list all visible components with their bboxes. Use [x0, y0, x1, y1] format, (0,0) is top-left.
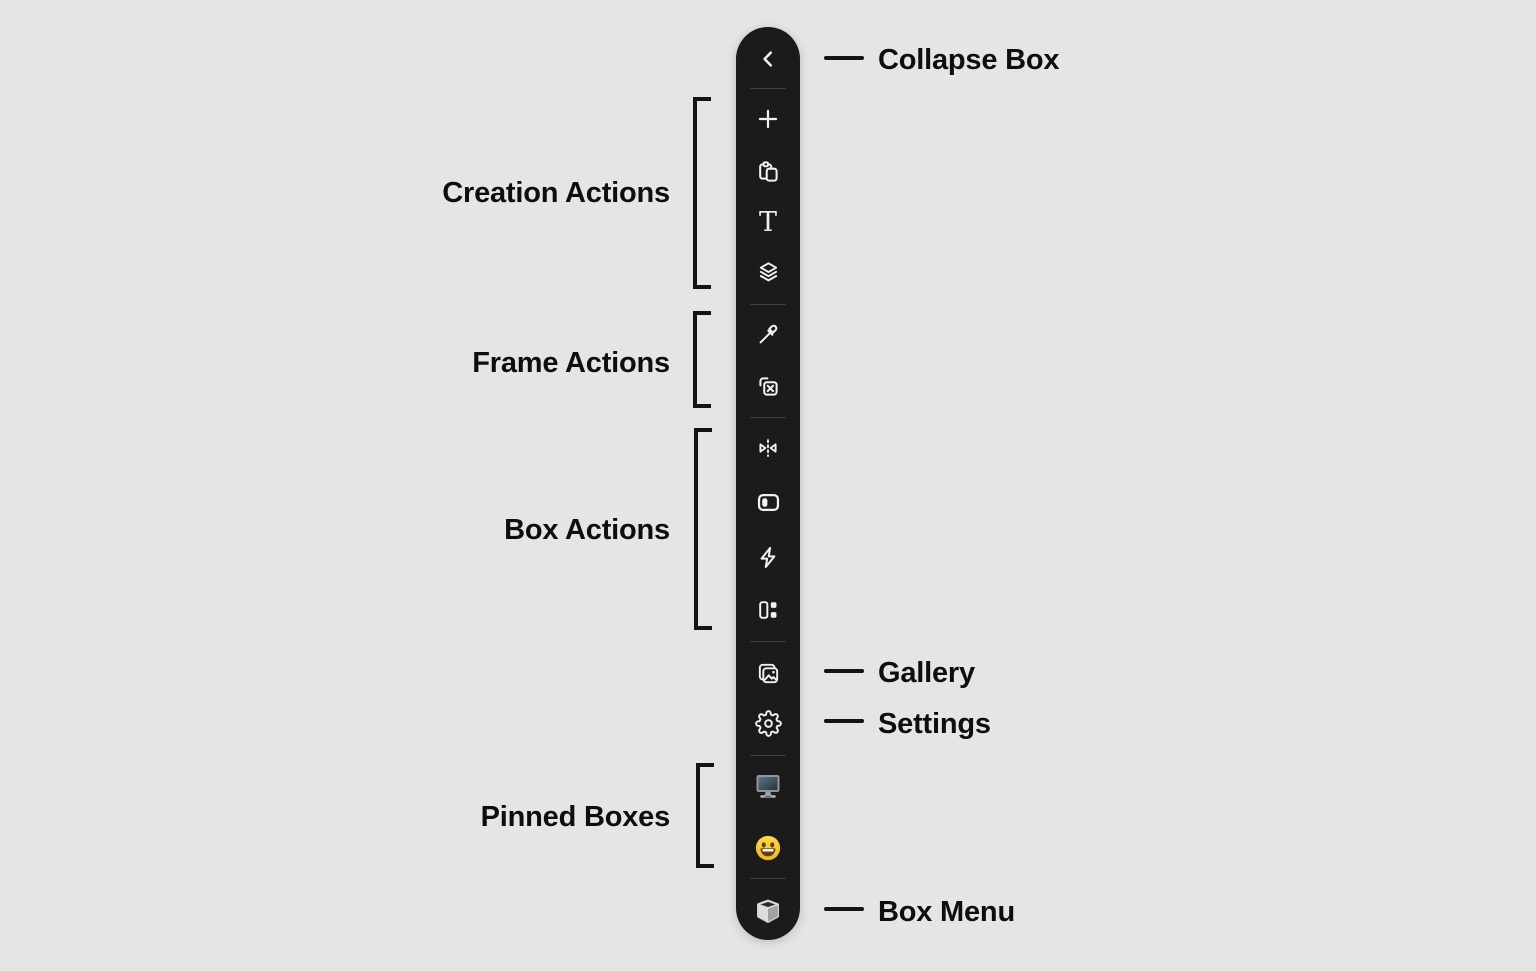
toolbar-divider — [750, 878, 786, 879]
callout-line-gallery — [824, 669, 864, 673]
callout-line-box-menu — [824, 907, 864, 911]
pinned-box-smiley-button[interactable] — [752, 832, 784, 864]
box-toolbar: T — [736, 27, 800, 940]
group-label-creation-actions: Creation Actions — [442, 177, 670, 209]
panel-left-icon — [755, 489, 782, 516]
quick-actions-button[interactable] — [752, 541, 784, 573]
layout-icon — [755, 597, 781, 623]
eyedropper-button[interactable] — [752, 318, 784, 350]
plus-icon — [755, 106, 781, 132]
text-button[interactable]: T — [752, 206, 784, 238]
flip-button[interactable] — [752, 432, 784, 464]
bracket-pinned-boxes — [696, 763, 714, 868]
callout-label-settings: Settings — [878, 708, 991, 740]
toolbar-divider — [750, 755, 786, 756]
box-menu-button[interactable] — [752, 895, 784, 927]
layers-button[interactable] — [752, 256, 784, 288]
paste-icon — [755, 159, 782, 186]
duplicate-button[interactable] — [752, 156, 784, 188]
toolbar-divider — [750, 88, 786, 89]
bracket-box-actions — [694, 428, 712, 630]
collapse-box-button[interactable] — [752, 43, 784, 75]
group-label-box-actions: Box Actions — [504, 514, 670, 546]
bracket-frame-actions — [693, 311, 711, 408]
layers-icon — [755, 259, 782, 286]
group-label-pinned-boxes: Pinned Boxes — [480, 801, 671, 833]
cube-icon — [753, 896, 783, 926]
callout-label-collapse-box: Collapse Box — [878, 44, 1060, 76]
panel-button[interactable] — [752, 486, 784, 518]
gallery-button[interactable] — [752, 657, 784, 689]
add-box-button[interactable] — [752, 103, 784, 135]
zap-icon — [755, 544, 782, 571]
group-label-frame-actions: Frame Actions — [472, 347, 670, 379]
callout-line-settings — [824, 719, 864, 723]
toolbar-divider — [750, 304, 786, 305]
pinned-box-monitor-button[interactable] — [752, 770, 784, 802]
callout-line-collapse-box — [824, 56, 864, 60]
bracket-creation-actions — [693, 97, 711, 289]
desktop-computer-emoji-icon — [753, 771, 783, 801]
eyedropper-icon — [755, 321, 782, 348]
callout-label-box-menu: Box Menu — [878, 896, 1015, 928]
chevron-left-icon — [756, 47, 780, 71]
grinning-face-emoji-icon — [753, 833, 783, 863]
gallery-icon — [755, 660, 782, 687]
text-icon: T — [758, 206, 777, 238]
layout-button[interactable] — [752, 594, 784, 626]
settings-button[interactable] — [752, 707, 784, 739]
remove-frame-button[interactable] — [752, 370, 784, 402]
toolbar-divider — [750, 641, 786, 642]
toolbar-divider — [750, 417, 786, 418]
flip-horizontal-icon — [755, 435, 781, 461]
gear-icon — [754, 709, 782, 737]
callout-label-gallery: Gallery — [878, 657, 975, 689]
frame-remove-icon — [755, 373, 782, 400]
